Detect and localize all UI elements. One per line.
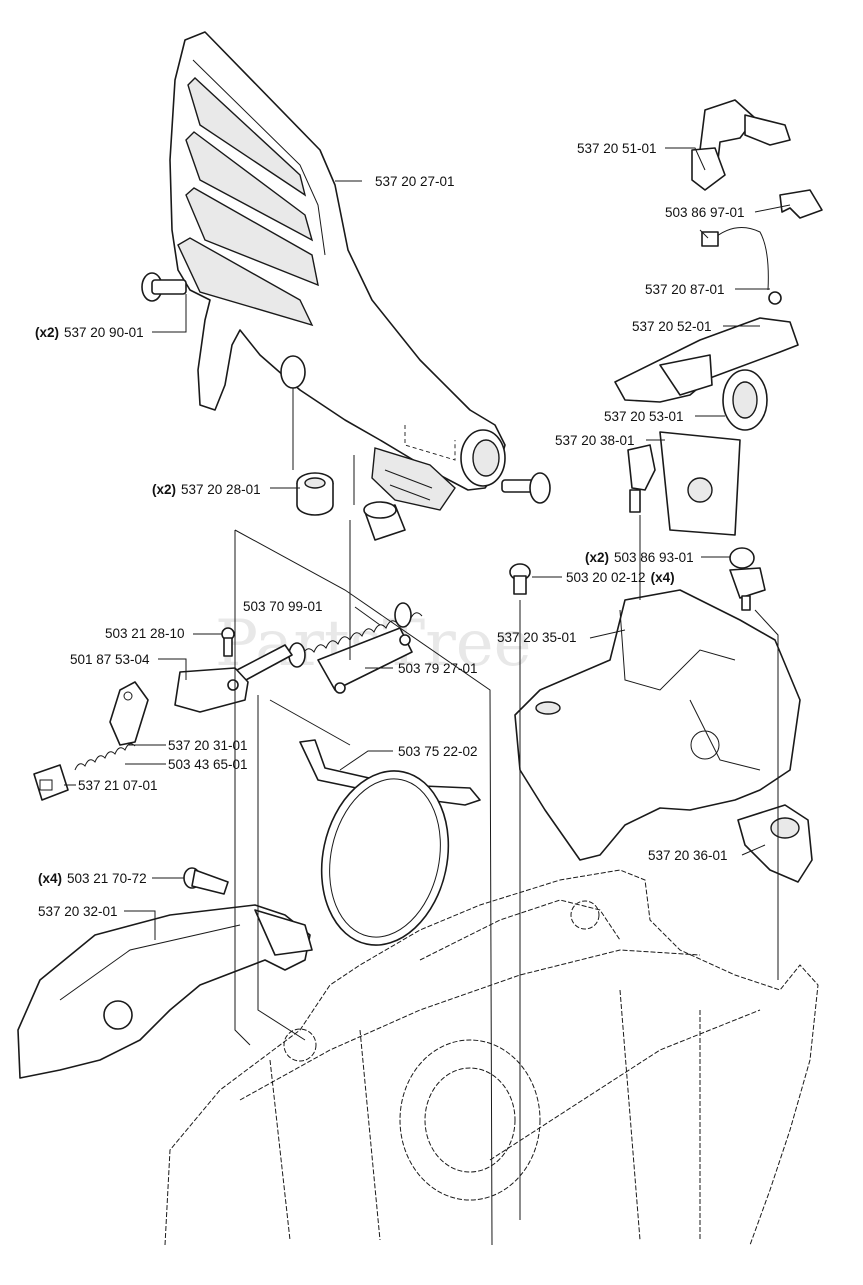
callout-503-86-97-01: 503 86 97-01 [665,205,745,220]
callout-503-20-02-12: 503 20 02-12(x4) [566,570,675,585]
brake-pin-501-87-53 [174,644,293,713]
callout-503-43-65-01: 503 43 65-01 [168,757,248,772]
grommet-537-20-38-part [627,444,656,513]
callout-503-21-70-72: (x4)503 21 70-72 [38,871,147,886]
handle-end-screw [501,472,551,504]
spring-503-86-97 [779,189,823,219]
cover-screw-503-21-70 [183,867,229,895]
brake-band [320,770,450,946]
front-handle-guard [169,31,506,511]
callout-503-79-27-01: 503 79 27-01 [398,661,478,676]
callout-537-20-27-01: 537 20 27-01 [375,174,455,189]
callout-537-20-52-01: 537 20 52-01 [632,319,712,334]
assembly-lines [234,388,779,1246]
callout-537-20-38-01: 537 20 38-01 [555,433,635,448]
callout-537-20-36-01: 537 20 36-01 [648,848,728,863]
callout-537-21-07-01: 537 21 07-01 [78,778,158,793]
bushing-28-b [363,501,406,541]
callout-537-20-90-01: (x2)537 20 90-01 [35,325,144,340]
brake-lever-537-20-31 [109,681,149,746]
brake-clip-503-79-27 [317,627,413,694]
crankcase-outline [164,869,819,1246]
throttle-lock-537-20-51 [691,99,791,191]
callout-537-20-51-01: 537 20 51-01 [577,141,657,156]
damper-503-86-93 [729,547,766,611]
damper-plate-537-20-38 [659,431,741,536]
callout-537-20-28-01: (x2)537 20 28-01 [152,482,261,497]
throttle-trigger-537-20-52 [614,317,799,403]
handle-screw-90 [141,272,187,302]
rear-handle-537-20-35 [514,589,801,861]
brake-block-537-21-07 [33,764,69,801]
callout-537-20-32-01: 537 20 32-01 [38,904,118,919]
throttle-cable-537-20-36 [737,804,813,883]
clutch-cover [17,904,313,1079]
callout-503-75-22-02: 503 75 22-02 [398,744,478,759]
callout-537-20-31-01: 537 20 31-01 [168,738,248,753]
callout-503-70-99-01: 503 70 99-01 [243,599,323,614]
callout-503-86-93-01: (x2)503 86 93-01 [585,550,694,565]
bushing-28 [296,472,334,516]
callout-501-87-53-04: 501 87 53-04 [70,652,150,667]
brake-band-spring-503-75-22 [299,739,481,806]
callout-503-21-28-10: 503 21 28-10 [105,626,185,641]
brake-spring-503-70-99 [288,602,423,668]
brake-screw-503-21-28 [221,627,235,657]
callout-537-20-35-01: 537 20 35-01 [497,630,577,645]
screw-503-20-02 [509,563,531,595]
callout-labels: 537 20 27-01 (x2)537 20 90-01 (x2)537 20… [35,141,745,919]
leader-lines [64,147,791,940]
filter-537-20-53 [722,369,768,431]
brake-spring-503-43-65 [74,743,136,771]
callout-537-20-87-01: 537 20 87-01 [645,282,725,297]
callout-537-20-53-01: 537 20 53-01 [604,409,684,424]
